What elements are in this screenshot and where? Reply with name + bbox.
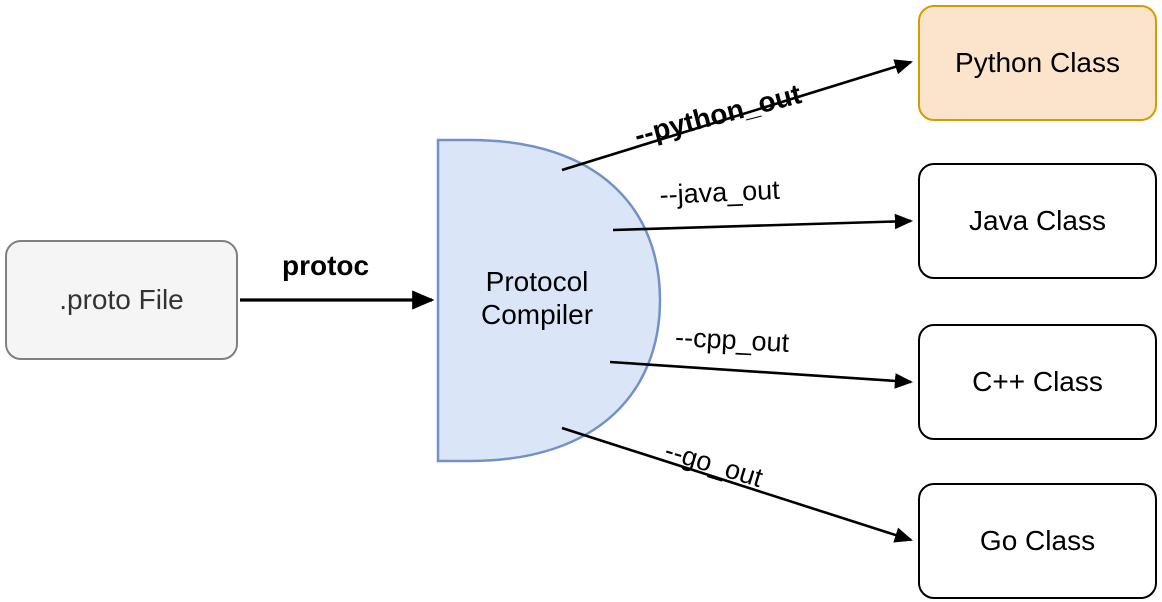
node-cpp-class-label: C++ Class [972,365,1103,397]
edge-label-java-out: --java_out [659,174,781,210]
edge-label-cpp-out: --cpp_out [674,322,790,358]
node-go-class[interactable]: Go Class [918,483,1157,599]
node-proto-file[interactable]: .proto File [5,240,238,360]
node-python-class[interactable]: Python Class [918,5,1157,121]
edge-label-protoc: protoc [282,250,370,281]
node-proto-file-label: .proto File [59,283,184,315]
protocol-compiler-shape[interactable] [436,138,662,463]
node-python-class-label: Python Class [955,46,1120,78]
node-java-class[interactable]: Java Class [918,163,1157,279]
node-go-class-label: Go Class [979,524,1096,556]
node-java-class-label: Java Class [969,204,1106,236]
node-cpp-class[interactable]: C++ Class [918,324,1157,440]
